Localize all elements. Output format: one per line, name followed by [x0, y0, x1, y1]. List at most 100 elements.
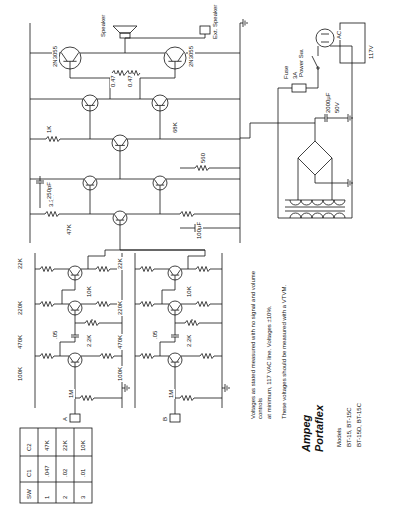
- resistor-symbol: [140, 267, 154, 272]
- wire: [166, 179, 240, 180]
- wire: [75, 337, 76, 342]
- resistor-symbol: [100, 354, 114, 359]
- wire: [175, 362, 176, 367]
- wiper-arrow: [92, 319, 93, 321]
- component-value: .05: [52, 330, 59, 340]
- transistor-symbol: [83, 176, 97, 190]
- transformer-winding: [301, 213, 312, 218]
- component-value: 10K: [186, 285, 193, 298]
- wire: [243, 19, 244, 27]
- resistor-symbol: [140, 302, 154, 307]
- wire: [175, 323, 185, 324]
- transformer-winding: [312, 200, 323, 205]
- wire: [315, 118, 320, 123]
- speaker-jack: [200, 26, 210, 34]
- transistor-symbol: [164, 47, 186, 69]
- wire: [321, 34, 329, 35]
- wire: [210, 269, 222, 270]
- wire: [30, 139, 46, 140]
- wire: [122, 253, 123, 408]
- wire: [167, 99, 240, 100]
- wire: [84, 99, 88, 105]
- wire: [125, 384, 126, 392]
- table-cell: 10K: [80, 439, 87, 452]
- ac-plug: [316, 29, 334, 47]
- transformer-winding: [323, 200, 334, 205]
- wire: [75, 398, 80, 399]
- wire: [332, 118, 345, 119]
- wire: [325, 114, 326, 122]
- resistor-symbol: [40, 267, 54, 272]
- wire: [181, 356, 200, 357]
- wire: [114, 215, 118, 221]
- component-value: 100µF: [196, 221, 203, 240]
- table-cell: .02: [62, 468, 69, 478]
- wire: [90, 111, 91, 139]
- wire: [156, 185, 164, 186]
- wire: [171, 275, 179, 276]
- wire: [54, 356, 69, 357]
- wire: [175, 275, 176, 280]
- transformer-winding: [323, 213, 334, 218]
- transformer-winding: [290, 213, 301, 218]
- wire: [177, 270, 181, 276]
- note-text: Voltages as stated measured with no sign…: [250, 253, 264, 420]
- table-cell: C1: [26, 468, 33, 478]
- wire: [171, 362, 179, 363]
- wire: [240, 23, 243, 24]
- resistor-symbol: [40, 354, 54, 359]
- capacitor-symbol: [40, 176, 41, 181]
- bridge-rectifier: [298, 141, 332, 175]
- transformer-winding: [312, 213, 323, 218]
- wire: [115, 145, 125, 146]
- wire: [120, 151, 121, 179]
- component-value: 22K: [17, 257, 24, 270]
- wire: [171, 310, 179, 311]
- wire: [155, 105, 165, 106]
- component-value: 220K: [117, 300, 124, 316]
- wire: [348, 179, 349, 187]
- wire: [92, 99, 96, 105]
- wire: [94, 398, 122, 399]
- wire: [169, 270, 173, 276]
- capacitor-symbol: [175, 330, 176, 335]
- wire: [75, 315, 76, 323]
- wire: [125, 38, 126, 53]
- transformer-winding: [301, 200, 312, 205]
- wire: [321, 42, 329, 43]
- wire: [77, 270, 81, 276]
- wire: [194, 398, 222, 399]
- wire: [194, 214, 240, 215]
- resistor-symbol: [196, 302, 210, 307]
- wire: [229, 387, 230, 389]
- wire: [75, 323, 85, 324]
- wire: [30, 214, 45, 215]
- table-cell: 47K: [44, 439, 51, 452]
- wire: [75, 275, 76, 280]
- wire: [63, 61, 76, 62]
- component-value: 50V: [334, 101, 341, 114]
- wire: [180, 228, 190, 229]
- component-value: 2N3055: [188, 45, 195, 68]
- wire: [154, 99, 158, 105]
- wire: [92, 180, 96, 186]
- wire: [35, 269, 40, 270]
- component-value: 100K: [117, 366, 124, 382]
- wire: [285, 200, 345, 201]
- wire: [298, 158, 299, 200]
- component-value: 470K: [117, 334, 124, 350]
- wire: [345, 183, 348, 184]
- wire: [99, 323, 122, 324]
- transistor-symbol: [152, 95, 168, 111]
- component-value: BT-15D, BT-15C: [356, 402, 363, 448]
- table-cell: .047: [44, 464, 51, 478]
- wire: [90, 190, 91, 214]
- component-value: 1M: [68, 389, 75, 399]
- title-block: Ampeg Portaflex: [300, 392, 326, 452]
- wire: [162, 180, 166, 186]
- wire: [129, 387, 130, 389]
- wire: [116, 220, 124, 221]
- component-value: .05: [152, 330, 159, 340]
- wire: [56, 428, 57, 503]
